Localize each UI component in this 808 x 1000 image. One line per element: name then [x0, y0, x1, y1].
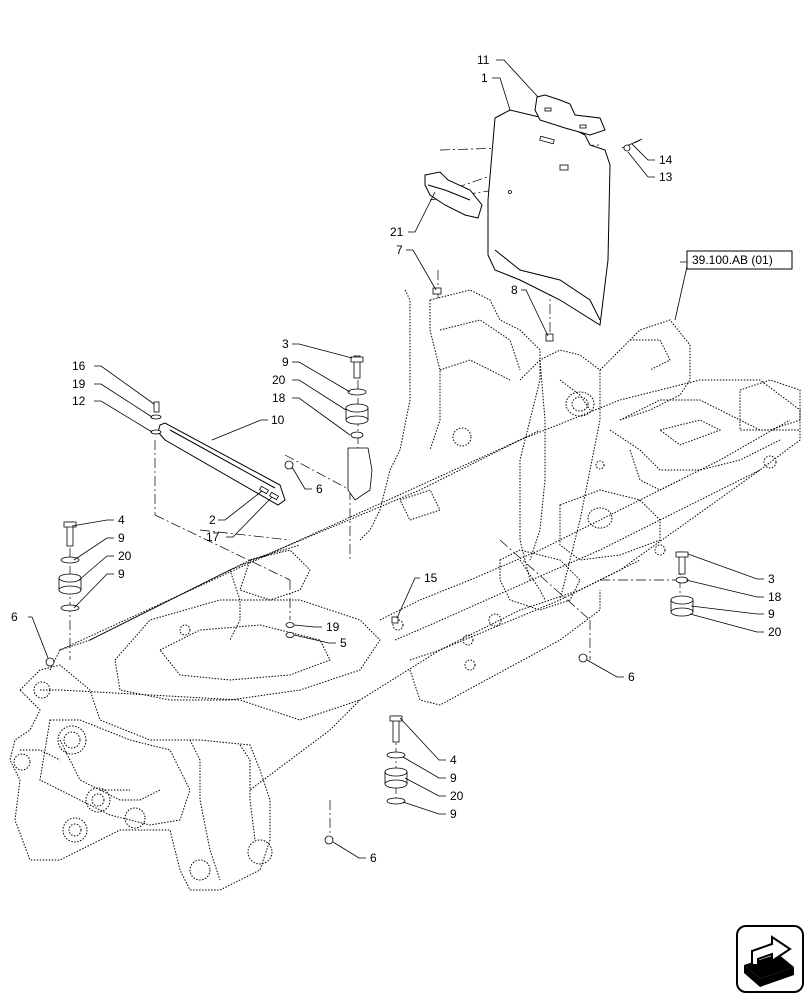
callout-10: 10 — [271, 413, 285, 427]
callout-16: 16 — [72, 359, 86, 373]
callout-9: 9 — [118, 567, 125, 581]
callout-9: 9 — [450, 807, 457, 821]
callout-6: 6 — [370, 851, 377, 865]
callout-20: 20 — [450, 789, 464, 803]
callout-20: 20 — [118, 549, 132, 563]
callout-7: 7 — [396, 243, 403, 257]
callout-20: 20 — [768, 625, 782, 639]
callout-9: 9 — [282, 355, 289, 369]
callout-1: 1 — [481, 71, 488, 85]
callout-6: 6 — [11, 610, 18, 624]
callout-18: 18 — [272, 391, 286, 405]
callout-6: 6 — [316, 482, 323, 496]
bracket-11 — [534, 94, 606, 136]
callout-3: 3 — [768, 572, 775, 586]
callout-20: 20 — [272, 373, 286, 387]
callout-4: 4 — [450, 753, 457, 767]
bracket-21 — [424, 171, 483, 219]
callout-11: 11 — [477, 53, 490, 67]
mount-stack-left — [45, 521, 82, 667]
callout-3: 3 — [282, 337, 289, 351]
callout-labels: 11 1 14 13 21 7 8 3 9 20 18 16 19 12 10 … — [11, 53, 782, 865]
next-page-arrow-icon[interactable] — [736, 925, 804, 993]
callout-5: 5 — [340, 636, 347, 650]
callout-17: 17 — [206, 530, 220, 544]
callout-8: 8 — [511, 283, 518, 297]
callout-15: 15 — [424, 571, 438, 585]
mount-stack-bottom — [324, 715, 408, 845]
reference-link[interactable]: 39.100.AB (01) — [686, 250, 793, 270]
callout-19: 19 — [72, 377, 86, 391]
leader-lines — [28, 59, 764, 859]
callout-9: 9 — [768, 607, 775, 621]
arrow-glyph — [744, 935, 794, 987]
clip-7 — [432, 287, 442, 295]
callout-4: 4 — [118, 513, 125, 527]
mount-stack-top — [345, 355, 373, 501]
callout-19: 19 — [326, 620, 340, 634]
callout-13: 13 — [659, 170, 673, 184]
mount-stack-right — [578, 551, 694, 663]
callout-2: 2 — [209, 513, 216, 527]
callout-21: 21 — [390, 225, 404, 239]
rod-10 — [157, 422, 286, 506]
fastener-13-14 — [621, 138, 643, 152]
callout-14: 14 — [659, 153, 673, 167]
cover-panel — [487, 109, 611, 326]
clip-8 — [545, 333, 554, 342]
callout-6: 6 — [628, 670, 635, 684]
chassis-frame — [9, 289, 801, 891]
reference-link-label: 39.100.AB (01) — [692, 253, 773, 267]
callout-9: 9 — [450, 771, 457, 785]
callout-18: 18 — [768, 590, 782, 604]
small-hardware — [150, 401, 399, 638]
callout-9: 9 — [118, 531, 125, 545]
callout-12: 12 — [72, 394, 86, 408]
